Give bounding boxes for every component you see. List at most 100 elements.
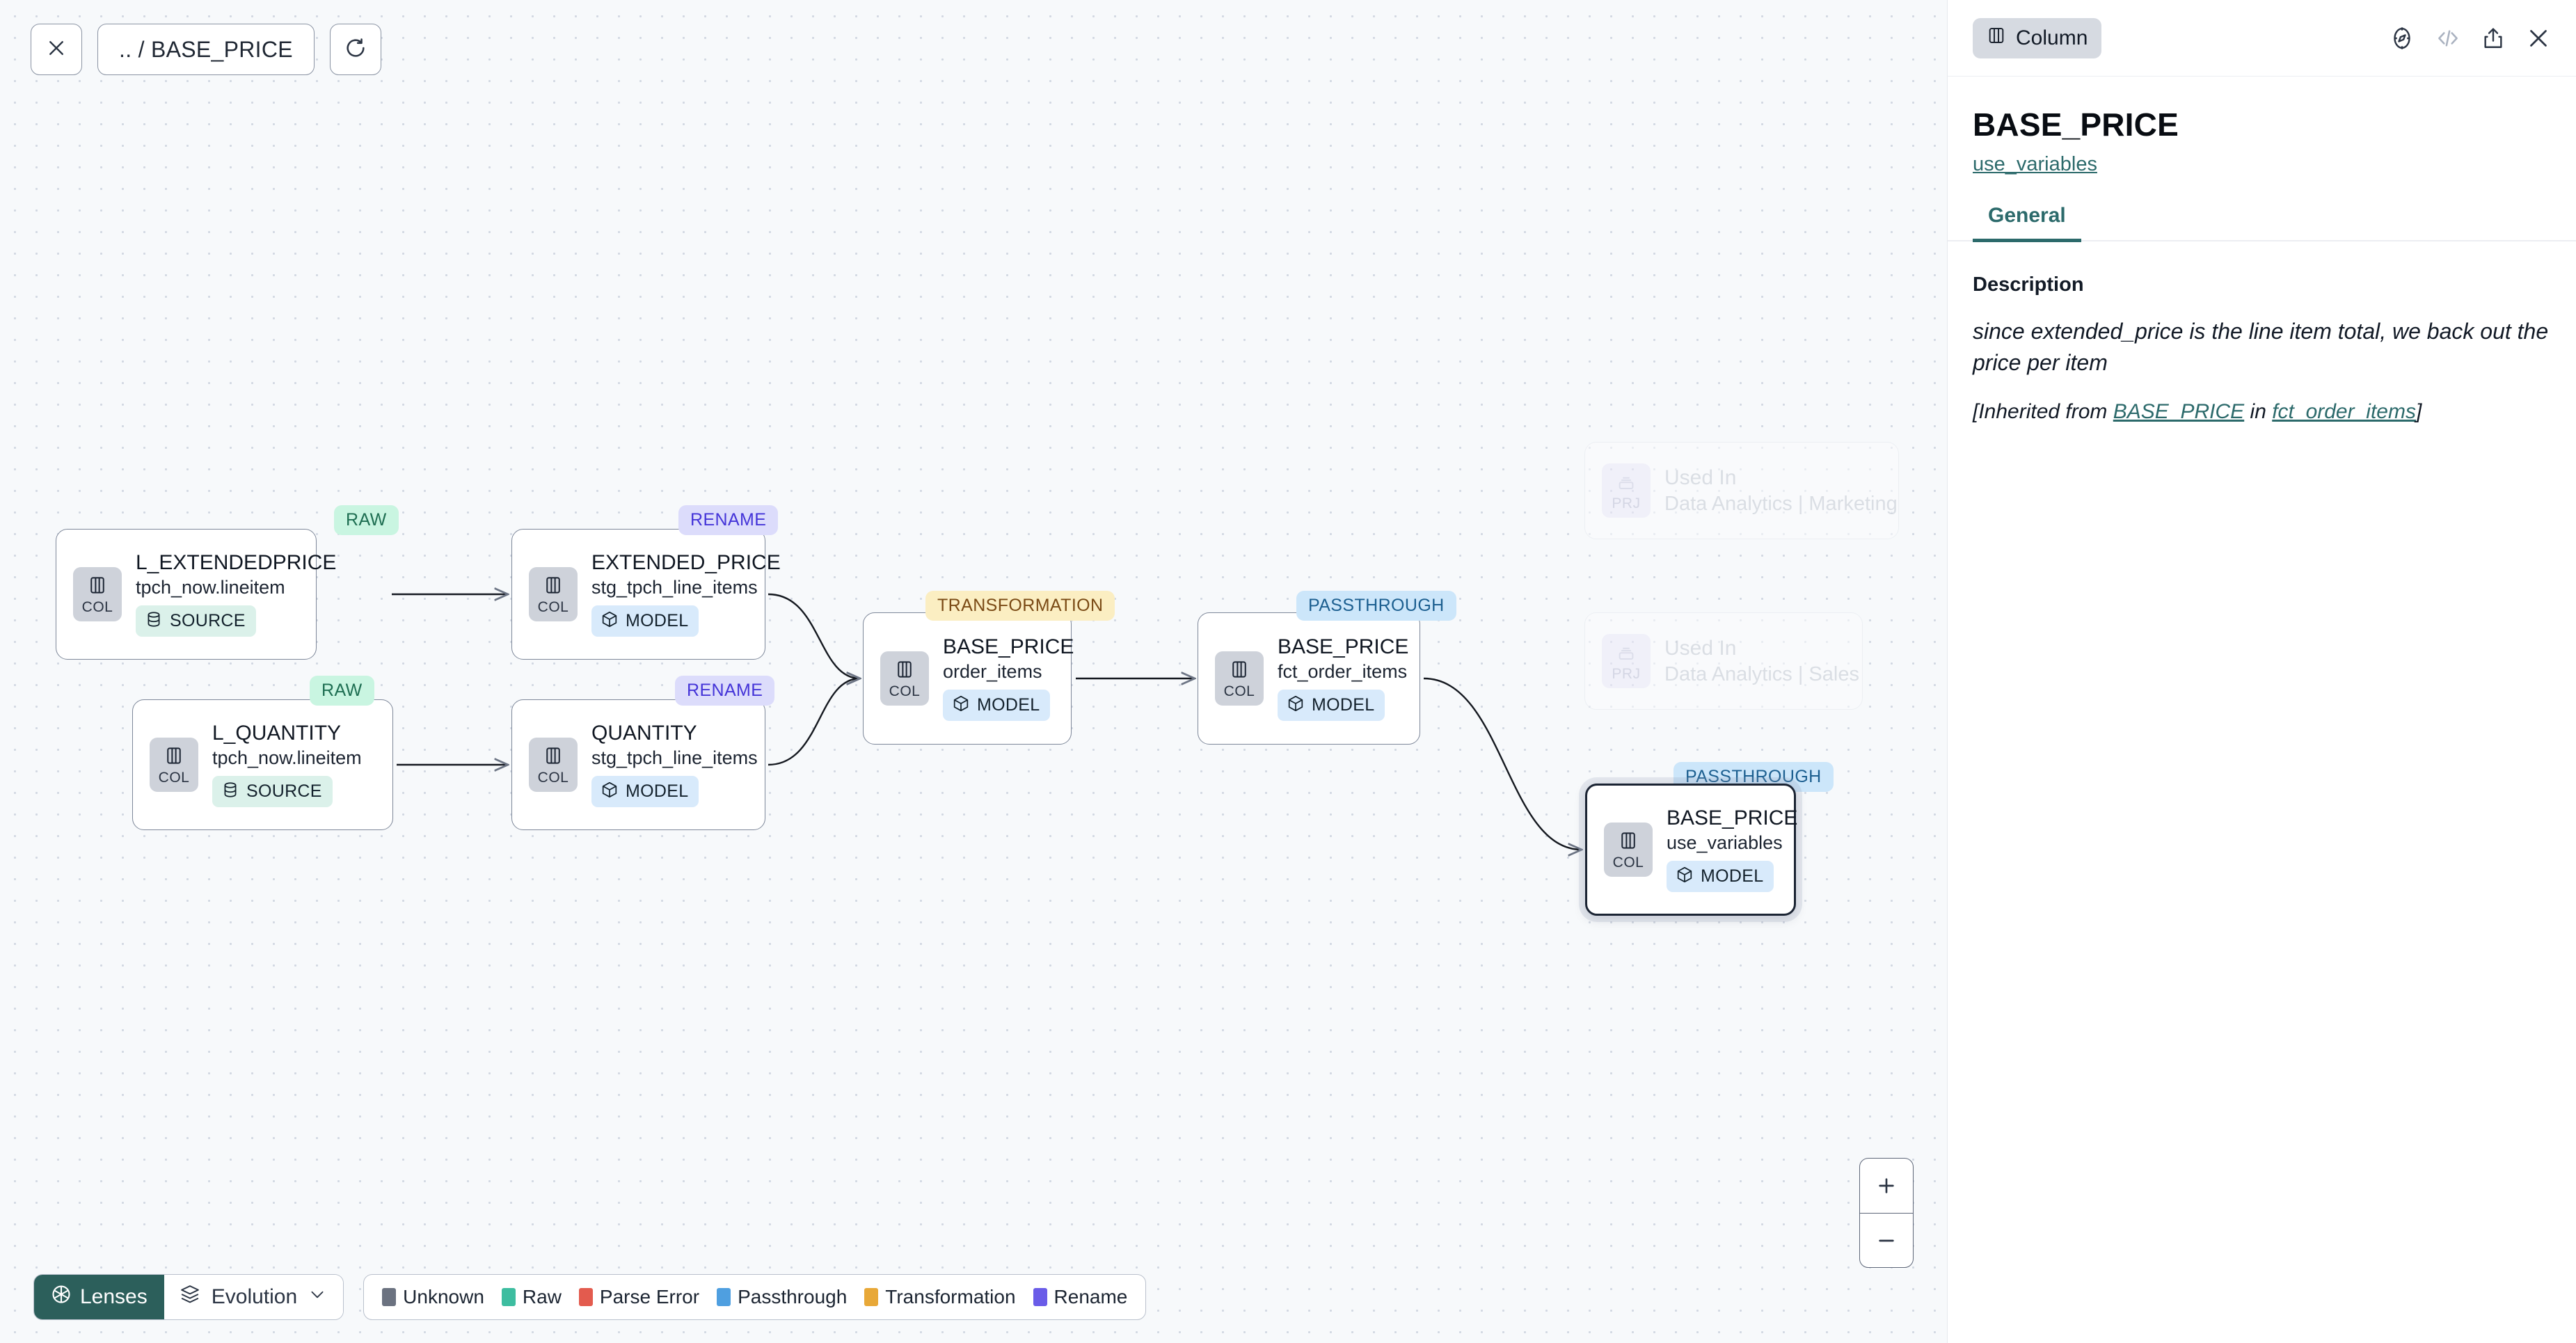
evolution-dropdown[interactable]: Evolution	[164, 1275, 344, 1319]
node-title: EXTENDED_PRICE	[591, 550, 781, 574]
legend-label: Passthrough	[738, 1286, 848, 1308]
lineage-node[interactable]: COL BASE_PRICE fct_order_items MODEL	[1198, 612, 1420, 745]
node-title: L_EXTENDEDPRICE	[136, 550, 337, 574]
breadcrumb[interactable]: .. / BASE_PRICE	[97, 24, 315, 75]
node-title: QUANTITY	[591, 721, 697, 745]
node-kind-label: MODEL	[626, 611, 689, 631]
panel-header-actions	[2390, 26, 2551, 51]
node-title: Used In	[1664, 637, 1737, 660]
column-chip: COL	[880, 651, 929, 706]
node-body: QUANTITY stg_tpch_line_items MODEL	[591, 722, 758, 808]
chevron-down-icon	[308, 1285, 326, 1309]
node-body: BASE_PRICE order_items MODEL	[943, 636, 1074, 722]
column-icon	[164, 745, 184, 770]
canvas-bottom-toolbar: Lenses Evolution Unknown	[33, 1274, 1147, 1320]
node-title: BASE_PRICE	[1667, 806, 1798, 829]
node-body: L_QUANTITY tpch_now.lineitem SOURCE	[212, 722, 362, 808]
close-lineage-button[interactable]	[31, 24, 82, 75]
parent-model-link-wrap: use_variables	[1948, 143, 2576, 176]
lineage-node[interactable]: COL BASE_PRICE order_items MODEL	[863, 612, 1074, 745]
description-label: Description	[1973, 273, 2084, 296]
legend-item[interactable]: Passthrough	[717, 1286, 847, 1308]
node-body: L_EXTENDEDPRICE tpch_now.lineitem SOURCE	[136, 552, 336, 637]
legend-label: Parse Error	[599, 1286, 700, 1308]
cube-icon	[952, 694, 970, 716]
node-kind-badge: SOURCE	[212, 776, 333, 808]
entity-type-badge[interactable]: Column	[1973, 17, 2102, 58]
cube-icon	[601, 781, 619, 802]
chip-label: COL	[81, 598, 113, 615]
cube-icon	[601, 610, 619, 632]
legend-item[interactable]: Rename	[1033, 1286, 1127, 1308]
node-subtitle: fct_order_items	[1278, 661, 1408, 683]
lineage-node: PRJ Used In Data Analytics | Marketing	[1584, 442, 1899, 539]
lineage-node[interactable]: COL BASE_PRICE use_variables MODEL	[1585, 784, 1798, 916]
node-body: Used In Data Analytics | Marketing	[1664, 467, 1898, 514]
code-icon[interactable]	[2435, 26, 2460, 51]
column-chip: COL	[1215, 651, 1264, 706]
chip-label: COL	[158, 769, 190, 786]
node-subtitle: order_items	[943, 661, 1042, 683]
lineage-edge	[768, 593, 860, 678]
refresh-button[interactable]	[329, 24, 381, 75]
lenses-button[interactable]: Lenses	[34, 1275, 164, 1319]
close-panel-icon[interactable]	[2526, 26, 2551, 51]
column-icon	[543, 745, 564, 770]
inherited-suffix: ]	[2415, 399, 2422, 423]
node-subtitle: tpch_now.lineitem	[136, 577, 285, 598]
lineage-node[interactable]: COL L_EXTENDEDPRICE tpch_now.lineitem SO…	[56, 529, 336, 660]
explore-icon[interactable]	[2390, 26, 2415, 51]
details-panel-header: Column	[1948, 0, 2576, 77]
column-chip: COL	[73, 567, 122, 621]
project-chip: PRJ	[1602, 463, 1651, 518]
node-body: Used In Data Analytics | Sales	[1664, 637, 1859, 685]
column-chip: COL	[529, 567, 578, 621]
zoom-in-button[interactable]	[1860, 1159, 1913, 1213]
lineage-node[interactable]: COL L_QUANTITY tpch_now.lineitem SOURCE	[132, 699, 393, 830]
entity-type-label: Column	[2016, 26, 2088, 49]
lineage-canvas[interactable]: .. / BASE_PRICE RAW COL	[0, 0, 1947, 1343]
parent-model-link[interactable]: use_variables	[1973, 153, 2097, 175]
close-icon	[46, 38, 67, 62]
legend-item[interactable]: Unknown	[382, 1286, 484, 1308]
column-icon	[1618, 830, 1639, 855]
chip-label: COL	[1612, 854, 1644, 871]
panel-content: Description since extended_price is the …	[1948, 241, 2576, 427]
node-tag-raw: RAW	[334, 505, 399, 535]
node-tag-passthrough: PASSTHROUGH	[1296, 591, 1456, 621]
node-kind-badge: SOURCE	[136, 605, 256, 637]
legend-item[interactable]: Parse Error	[578, 1286, 700, 1308]
panel-tabs: General	[1948, 176, 2576, 242]
legend-label: Transformation	[885, 1286, 1016, 1308]
page-title: BASE_PRICE	[1973, 106, 2179, 143]
legend-item[interactable]: Transformation	[864, 1286, 1016, 1308]
tab-general[interactable]: General	[1973, 204, 2081, 242]
inherited-mid: in	[2244, 399, 2273, 423]
legend-swatch	[1033, 1288, 1047, 1306]
node-body: BASE_PRICE fct_order_items MODEL	[1278, 636, 1408, 722]
project-icon	[1616, 642, 1637, 666]
lineage-node[interactable]: COL QUANTITY stg_tpch_line_items MODEL	[511, 699, 765, 830]
inherited-column-link[interactable]: BASE_PRICE	[2113, 399, 2245, 423]
node-subtitle: tpch_now.lineitem	[212, 747, 362, 769]
node-title: L_QUANTITY	[212, 721, 342, 745]
node-title: BASE_PRICE	[1278, 635, 1409, 658]
node-kind-badge: MODEL	[1278, 690, 1385, 722]
inherited-model-link[interactable]: fct_order_items	[2272, 399, 2416, 423]
legend-item[interactable]: Raw	[501, 1286, 562, 1308]
column-chip: COL	[150, 738, 198, 792]
lenses-control-group: Lenses Evolution	[33, 1274, 344, 1320]
lineage-node: PRJ Used In Data Analytics | Sales	[1584, 612, 1863, 710]
node-body: EXTENDED_PRICE stg_tpch_line_items MODEL	[591, 552, 781, 637]
node-kind-badge: MODEL	[943, 690, 1051, 722]
chip-label: PRJ	[1612, 665, 1641, 682]
column-icon	[87, 575, 108, 599]
share-icon[interactable]	[2481, 26, 2505, 50]
lineage-node[interactable]: COL EXTENDED_PRICE stg_tpch_line_items M…	[511, 529, 781, 660]
node-kind-label: SOURCE	[246, 781, 322, 802]
chip-label: COL	[889, 683, 921, 699]
zoom-out-button[interactable]	[1860, 1213, 1913, 1267]
node-kind-badge: MODEL	[591, 605, 699, 637]
description-text: since extended_price is the line item to…	[1973, 319, 2549, 376]
legend-label: Unknown	[403, 1286, 484, 1308]
